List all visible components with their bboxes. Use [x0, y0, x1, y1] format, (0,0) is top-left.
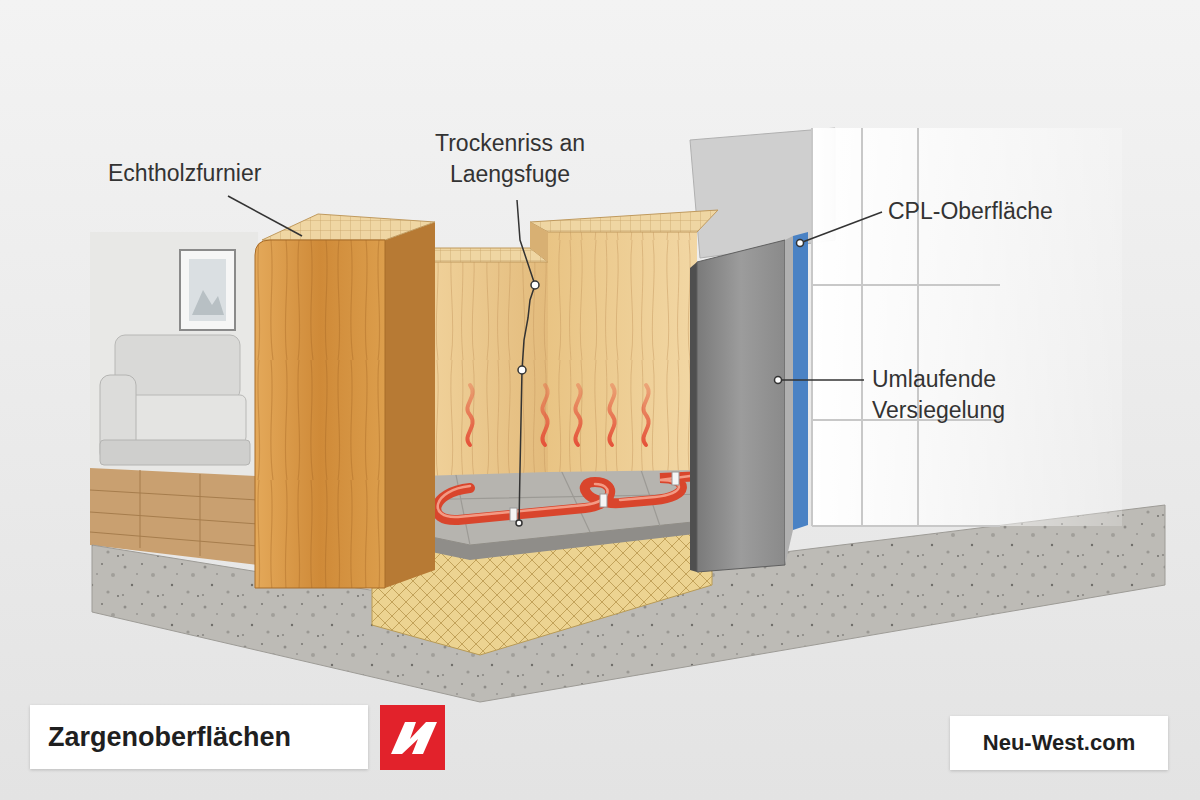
website-url: Neu-West.com: [983, 730, 1135, 756]
leader-dot: [531, 281, 539, 289]
leader-dot: [775, 377, 782, 384]
screed-seams: [398, 467, 712, 545]
heat-wave: [542, 385, 547, 445]
room-wall: [90, 232, 258, 480]
leader-lines: [228, 196, 882, 525]
pipe-clip: [600, 494, 607, 507]
leader-dot: [518, 366, 526, 374]
callout-label: Echtholzfurnier: [108, 158, 338, 189]
crack-line: [519, 285, 535, 525]
badge-title: Zargenoberflächen: [48, 722, 291, 753]
veneer-block-side: [385, 222, 435, 588]
veneer-block-front: [255, 240, 385, 588]
leader-dot: [516, 520, 522, 526]
pipe-clip: [510, 508, 517, 521]
url-badge: Neu-West.com: [950, 716, 1168, 770]
frame-top-face: [530, 210, 718, 232]
floor-planks: [90, 470, 258, 556]
couch-seat: [128, 395, 246, 443]
sealing-strip: [793, 232, 808, 530]
pipe-clip: [672, 472, 679, 485]
callout-label: CPL-Oberfläche: [888, 196, 1128, 227]
heating-pipe: [436, 476, 705, 520]
frame-panel-right: [548, 232, 697, 472]
picture-frame: [180, 250, 235, 330]
leader-line: [800, 212, 882, 243]
couch-base: [100, 440, 250, 465]
picture: [189, 259, 226, 321]
frame-grain: [548, 232, 697, 472]
frame-corner: [530, 222, 548, 262]
veneer-grain: [255, 240, 385, 588]
concrete-slab: [92, 505, 1165, 702]
picture-motif: [192, 290, 224, 315]
leader-dot: [797, 240, 804, 247]
callout-label: Umlaufende Versiegelung: [872, 364, 1072, 426]
leader-line: [517, 200, 535, 285]
tile-joints: [812, 128, 1000, 526]
callout-label: Trockenriss an Laengsfuge: [405, 128, 615, 190]
pipe-highlight: [438, 474, 705, 517]
heat-waves: [467, 385, 648, 445]
heat-wave: [609, 385, 614, 445]
logo-mark: [391, 722, 437, 754]
brand-logo: [380, 705, 445, 770]
leader-line: [228, 196, 302, 236]
heat-wave: [575, 385, 580, 445]
heat-wave: [467, 385, 472, 445]
leader-line: [778, 379, 864, 381]
cpl-panel-edge: [690, 262, 697, 572]
frame-panel-left: [420, 262, 548, 476]
heat-wave: [643, 385, 648, 445]
tiled-wall: [812, 128, 1122, 526]
title-badge: Zargenoberflächen: [30, 705, 368, 769]
frame-grain: [420, 262, 548, 476]
cpl-panel: [697, 240, 785, 572]
cpl-panel-side: [785, 236, 793, 565]
screed-edge: [398, 520, 712, 560]
veneer-block-top: [262, 214, 435, 240]
